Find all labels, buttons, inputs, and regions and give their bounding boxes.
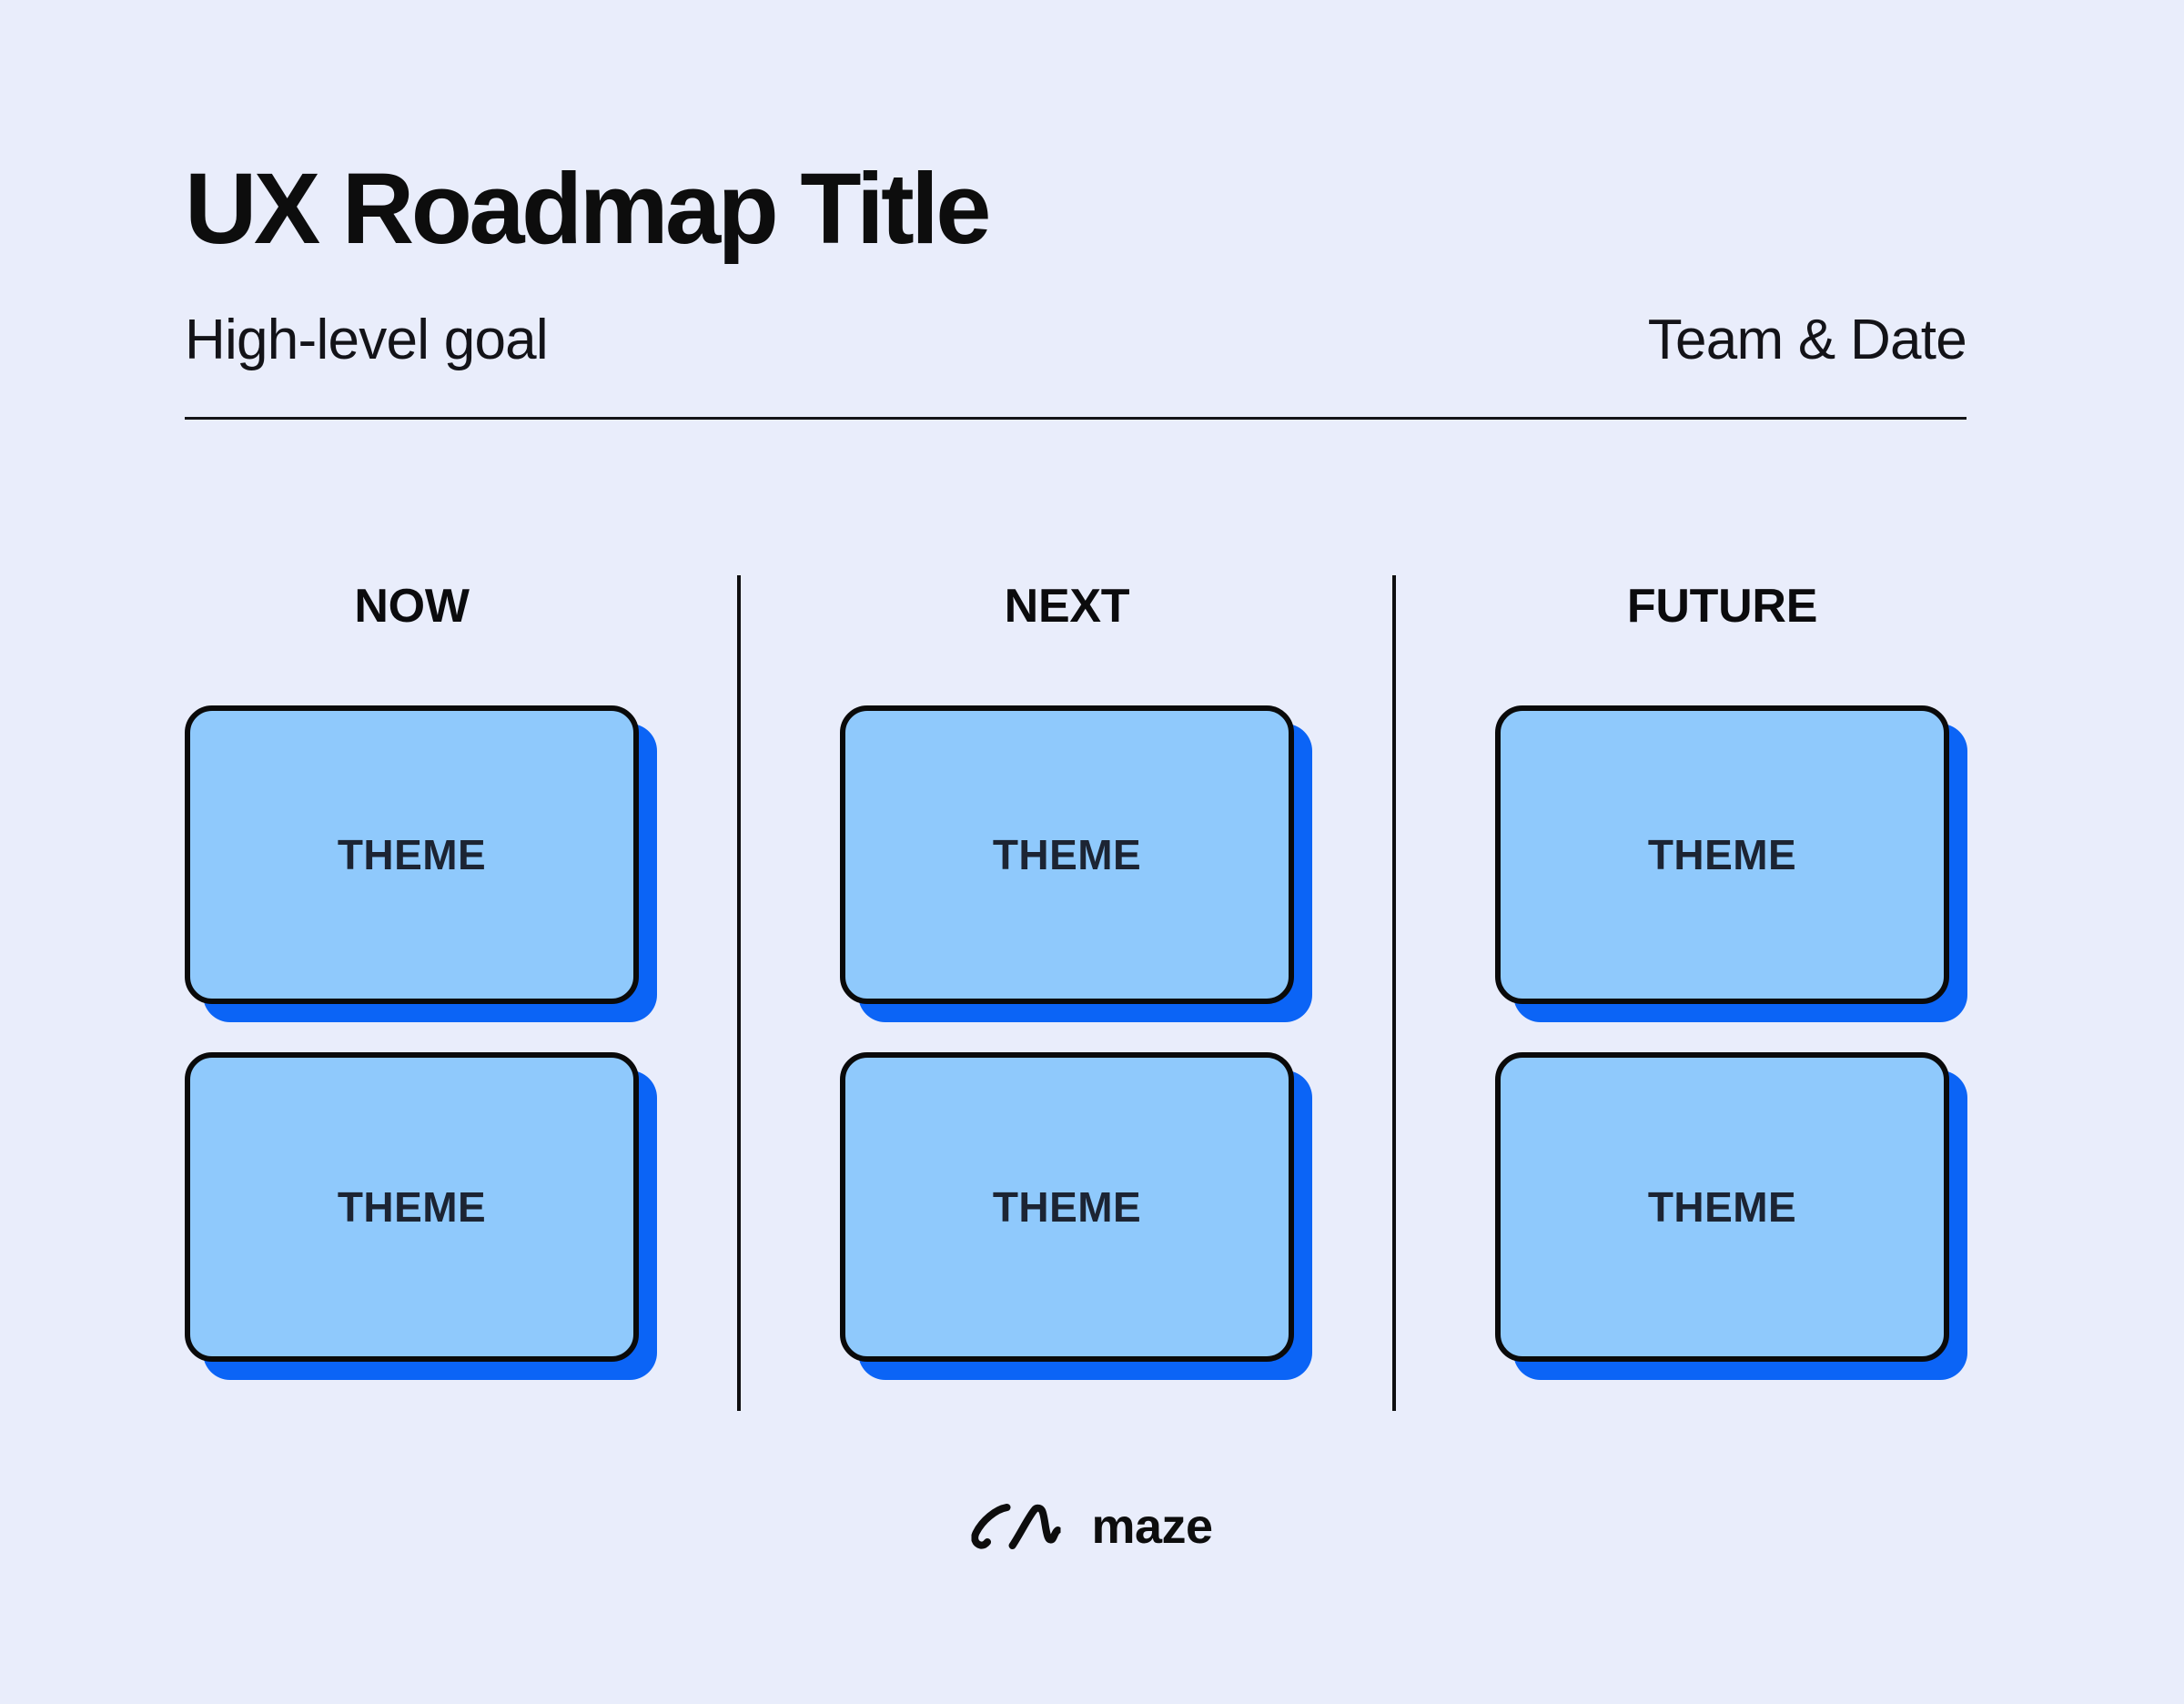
column-label-future: FUTURE <box>1626 580 1818 633</box>
column-label-now: NOW <box>354 580 470 633</box>
theme-card-next-1: THEME <box>840 705 1294 1004</box>
brand-name: maze <box>1091 1499 1213 1554</box>
theme-card-future-1: THEME <box>1495 705 1949 1004</box>
maze-logo-icon <box>971 1503 1061 1550</box>
goal-subtitle: High-level goal <box>185 309 549 371</box>
column-divider <box>737 575 741 1411</box>
theme-card-now-2: THEME <box>185 1052 639 1362</box>
column-divider <box>1392 575 1396 1411</box>
theme-card-next-2: THEME <box>840 1052 1294 1362</box>
page-title: UX Roadmap Title <box>185 153 991 265</box>
header-divider <box>185 417 1967 420</box>
theme-card-now-1: THEME <box>185 705 639 1004</box>
theme-card-future-2: THEME <box>1495 1052 1949 1362</box>
team-date-label: Team & Date <box>1647 309 1967 371</box>
column-label-next: NEXT <box>1004 580 1130 633</box>
brand-lockup: maze <box>971 1499 1213 1554</box>
